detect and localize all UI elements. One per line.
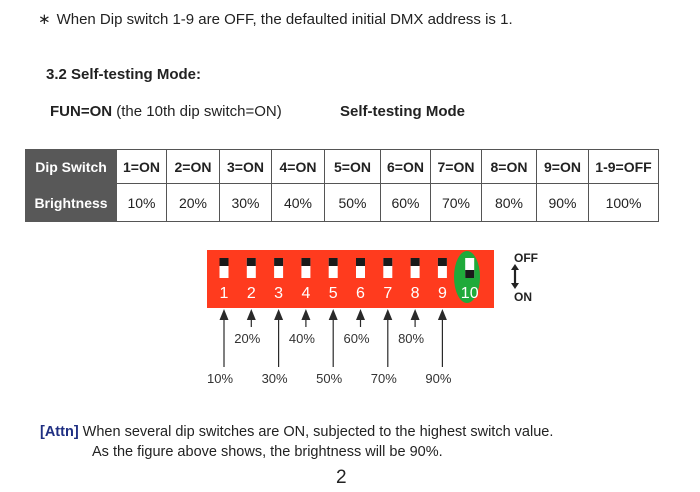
on-label: ON xyxy=(514,290,532,304)
brightness-arrow: 10% xyxy=(207,309,233,386)
switch-number-9: 9 xyxy=(438,285,447,302)
note-text: When Dip switch 1-9 are OFF, the default… xyxy=(56,11,513,28)
switch-number-3: 3 xyxy=(274,285,283,302)
brightness-arrow: 20% xyxy=(234,309,261,346)
switch-number-1: 1 xyxy=(220,285,229,302)
page-number: 2 xyxy=(336,467,347,488)
arrow-label: 60% xyxy=(343,331,369,346)
attn-tag: [Attn] xyxy=(40,424,79,440)
fun-line: FUN=ON (the 10th dip switch=ON) xyxy=(50,103,282,120)
table-cell: 10% xyxy=(116,183,167,222)
arrow-label: 80% xyxy=(398,331,424,346)
arrow-label: 70% xyxy=(371,371,397,386)
section-title: 3.2 Self-testing Mode: xyxy=(46,66,202,83)
table-cell: 90% xyxy=(536,183,589,222)
brightness-arrow: 60% xyxy=(343,309,370,346)
arrow-label: 90% xyxy=(425,371,451,386)
attention-note: [Attn] When several dip switches are ON,… xyxy=(40,422,553,462)
brightness-row: Brightness 10% 20% 30% 40% 50% 60% 70% 8… xyxy=(25,183,659,222)
table-cell: 60% xyxy=(380,183,431,222)
switch-number-10: 10 xyxy=(461,285,479,302)
arrow-label: 30% xyxy=(262,371,288,386)
switch-number-4: 4 xyxy=(301,285,310,302)
table-cell: 9=ON xyxy=(536,149,589,184)
switch-layer: 1 2 3 4 5 6 7 8 9 10 xyxy=(219,258,479,302)
dip-switch-2: 2 xyxy=(246,258,256,302)
dip-switch-5: 5 xyxy=(328,258,338,302)
dip-switch-7: 7 xyxy=(383,258,392,302)
table-cell: 80% xyxy=(481,183,537,222)
brightness-arrow: 50% xyxy=(316,309,343,386)
attn-line-1: When several dip switches are ON, subjec… xyxy=(78,424,554,440)
dip-brightness-table: Dip Switch 1=ON 2=ON 3=ON 4=ON 5=ON 6=ON… xyxy=(25,149,659,222)
table-cell: 40% xyxy=(271,183,325,222)
dip-switch-6: 6 xyxy=(356,258,365,302)
dip-switch-3: 3 xyxy=(274,258,283,302)
mode-label: Self-testing Mode xyxy=(340,103,466,120)
switch-number-5: 5 xyxy=(329,285,338,302)
table-cell: 3=ON xyxy=(219,149,272,184)
arrow-label: 40% xyxy=(289,331,315,346)
dip-switch-4: 4 xyxy=(301,258,310,302)
attn-line-2: As the figure above shows, the brightnes… xyxy=(92,444,443,460)
dip-switch-8: 8 xyxy=(410,258,420,302)
switch-number-2: 2 xyxy=(247,285,256,302)
fun-on-label: FUN=ON xyxy=(50,103,113,120)
dip-switch-1: 1 xyxy=(219,258,229,302)
table-cell: 5=ON xyxy=(324,149,381,184)
brightness-arrow: 30% xyxy=(262,309,288,386)
switch-number-8: 8 xyxy=(411,285,420,302)
brightness-arrow: 80% xyxy=(398,309,425,346)
arrow-layer: 10% 20% 30% 40% 50% 60% 70% 80% 90% xyxy=(207,309,452,386)
switch-number-6: 6 xyxy=(356,285,365,302)
row-header-brightness: Brightness xyxy=(25,183,117,222)
table-cell: 8=ON xyxy=(481,149,537,184)
fun-description: (the 10th dip switch=ON) xyxy=(112,103,282,120)
table-cell: 20% xyxy=(166,183,220,222)
asterisk-symbol: ∗ xyxy=(38,11,51,28)
table-cell: 1-9=OFF xyxy=(588,149,659,184)
off-on-arrow-icon xyxy=(511,264,519,289)
table-cell: 50% xyxy=(324,183,381,222)
table-cell: 1=ON xyxy=(116,149,167,184)
dip-switch-row: Dip Switch 1=ON 2=ON 3=ON 4=ON 5=ON 6=ON… xyxy=(25,149,659,184)
table-cell: 70% xyxy=(430,183,482,222)
default-address-note: ∗ When Dip switch 1-9 are OFF, the defaul… xyxy=(38,10,513,28)
arrow-label: 10% xyxy=(207,371,233,386)
arrow-label: 50% xyxy=(316,371,342,386)
dip-switch-10: 10 xyxy=(461,258,479,302)
table-cell: 2=ON xyxy=(166,149,220,184)
switch-number-7: 7 xyxy=(383,285,392,302)
brightness-arrow: 40% xyxy=(289,309,315,346)
table-cell: 100% xyxy=(588,183,659,222)
arrow-label: 20% xyxy=(234,331,260,346)
brightness-arrow: 70% xyxy=(371,309,397,386)
off-label: OFF xyxy=(514,251,538,265)
brightness-arrow: 90% xyxy=(425,309,452,386)
dip-switch-9: 9 xyxy=(437,258,447,302)
table-cell: 7=ON xyxy=(430,149,482,184)
